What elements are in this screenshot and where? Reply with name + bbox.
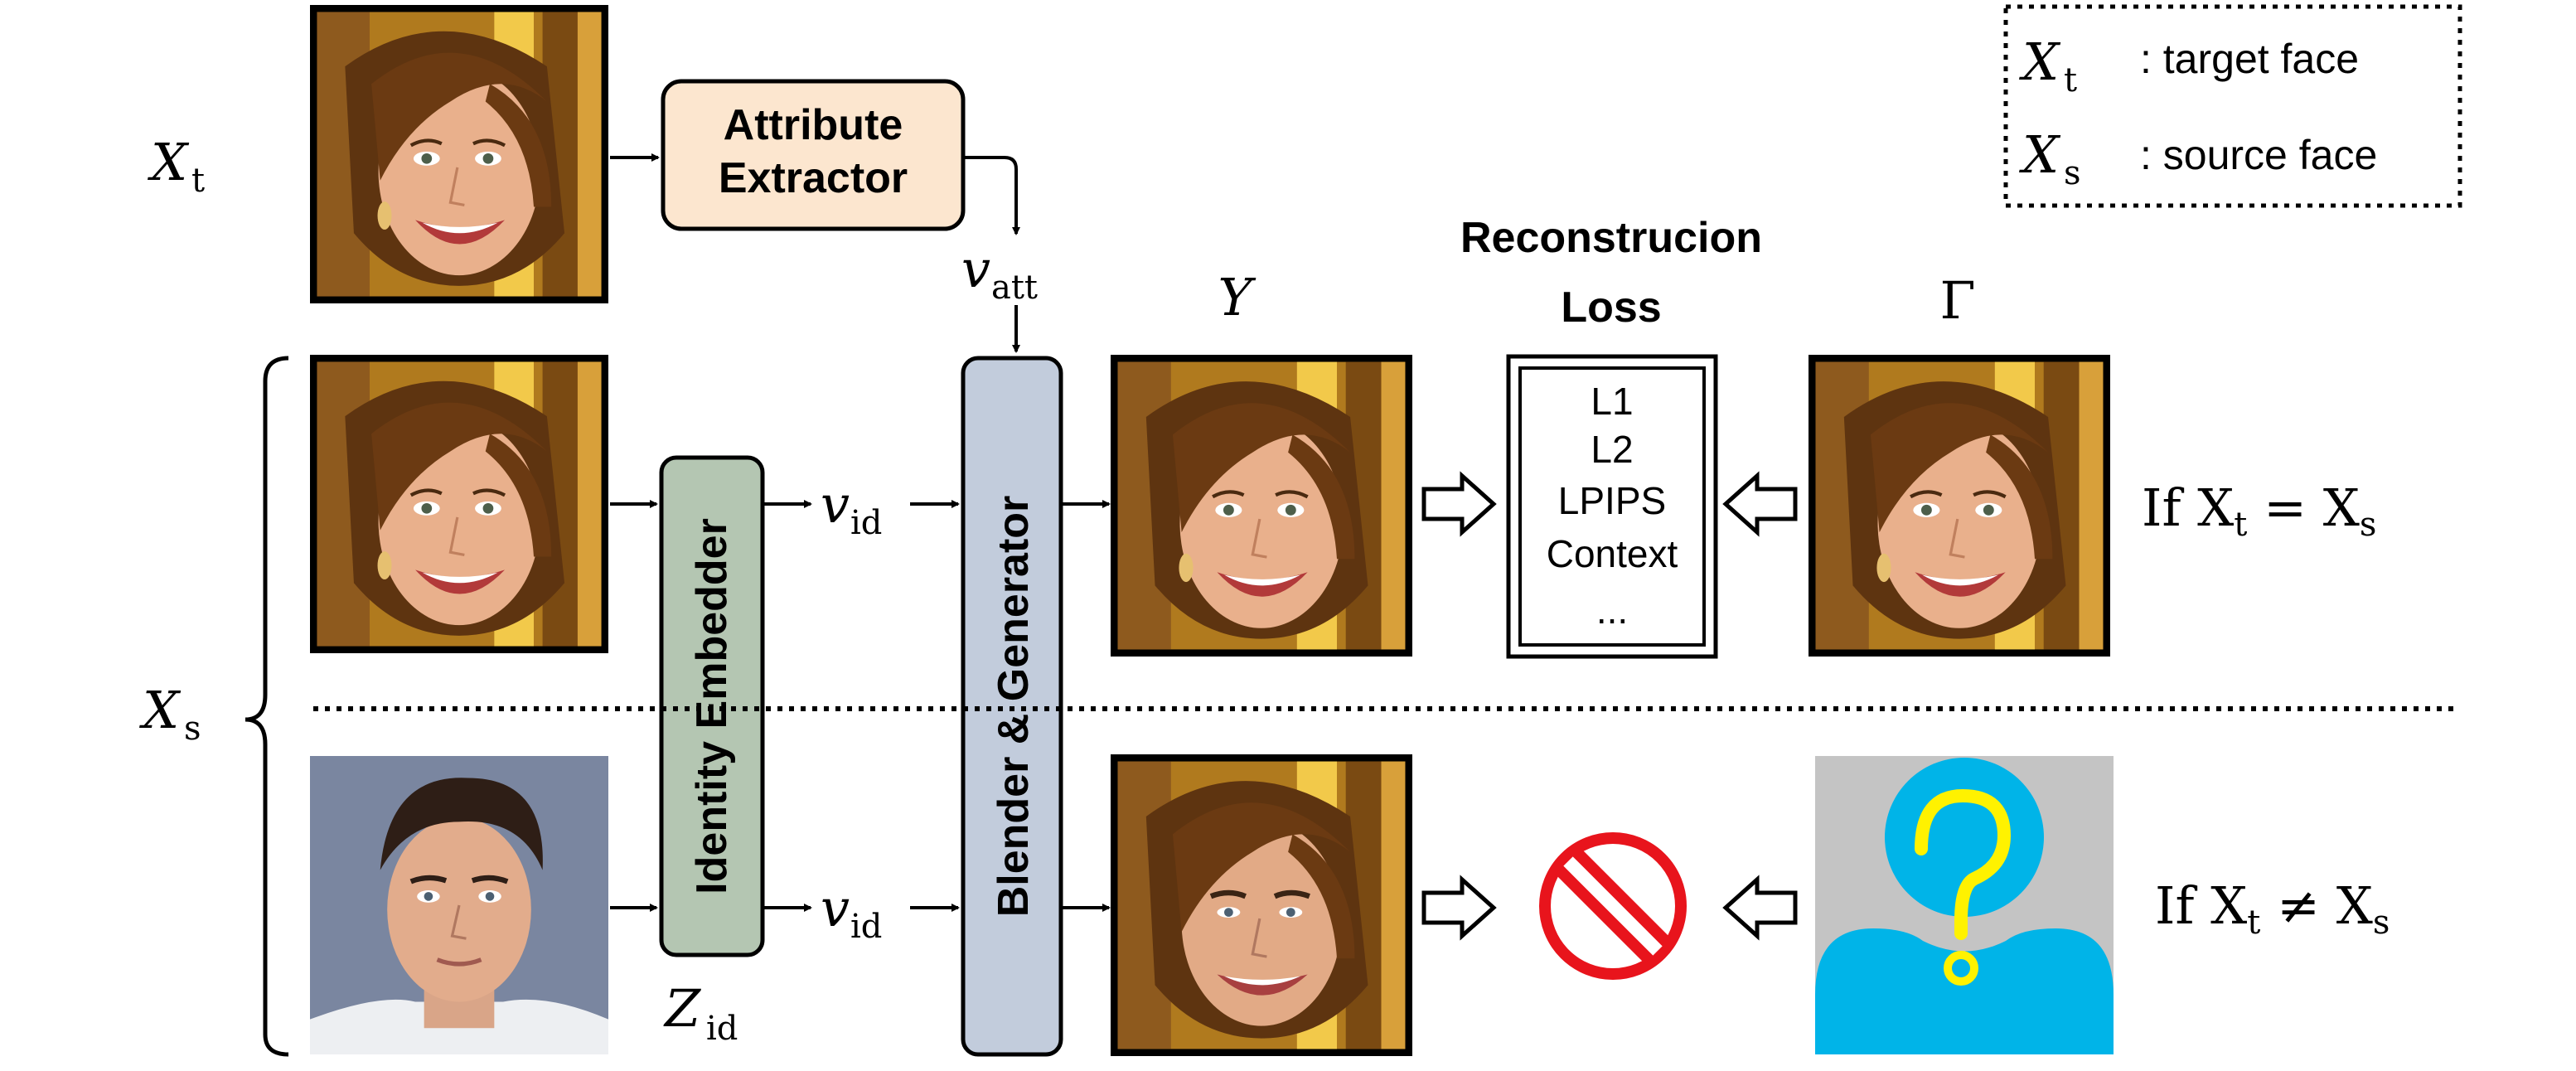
output-swapped-image [1111,754,1412,1056]
legend-target-symbol: X [2019,32,2061,92]
legend-target-sub: t [2064,61,2077,99]
svg-text:If Xt = Xs: If Xt = Xs [2142,477,2376,544]
ground-truth-image [1809,355,2110,657]
cond-same-rhs-sub: s [2360,506,2377,544]
source-face-other-image [310,756,608,1054]
vatt-label: v att [961,239,1038,307]
svg-text:If Xt ≠ Xs: If Xt ≠ Xs [2155,875,2390,942]
vid-subscript-bottom: id [850,908,882,946]
attribute-extractor-label-1: Attribute [724,101,903,149]
cond-diff-op: ≠ [2260,875,2336,936]
vatt-subscript: att [991,269,1038,307]
cond-diff-rhs: X [2336,875,2373,936]
condition-different: If Xt ≠ Xs [2155,875,2390,942]
source-brace [245,356,289,1057]
unknown-person-icon [1815,756,2114,1054]
xt-subscript: t [191,162,205,200]
cond-same-lhs: X [2197,477,2234,538]
xt-symbol: X [148,132,190,192]
cond-same-lhs-sub: t [2234,506,2247,544]
cond-diff-lhs-sub: t [2247,904,2260,942]
output-same-image [1111,355,1412,657]
zid-label: Z id [663,978,738,1048]
xs-label: X s [139,680,201,748]
cond-diff-rhs-sub: s [2373,904,2390,942]
cond-same-rhs: X [2323,477,2360,538]
vid-subscript-top: id [850,504,882,542]
vid-label-bottom: v id [821,878,882,946]
cond-same-op: = [2247,477,2322,538]
y-label: Y [1218,267,1257,327]
loss-item-context: Context [1547,532,1678,575]
legend-source-sub: s [2064,154,2081,192]
legend-source-symbol: X [2019,124,2061,185]
loss-item-l2: L2 [1591,428,1633,471]
vatt-symbol: v [961,239,990,299]
loss-item-lpips: LPIPS [1558,479,1666,522]
cond-same-prefix: If [2142,477,2197,538]
vid-symbol-bottom: v [821,878,850,938]
loss-box: L1 L2 LPIPS Context ... [1506,354,1718,659]
cond-diff-lhs: X [2210,875,2247,936]
source-face-same-image [310,355,608,653]
loss-item-ellipsis: ... [1596,589,1628,632]
attribute-extractor-label-2: Extractor [719,154,908,202]
zid-subscript: id [706,1010,738,1048]
xs-subscript: s [184,710,201,748]
arrow-extractor-to-vatt [963,156,1020,235]
loss-item-l1: L1 [1591,380,1633,423]
target-face-image [310,5,608,303]
vid-symbol-top: v [821,474,850,535]
cond-diff-prefix: If [2155,875,2210,936]
no-loss-icon [1539,832,1687,980]
hollow-arrow-output-to-loss [1421,471,1497,537]
xt-label: X t [148,132,205,200]
legend-source-label: : source face [2140,132,2377,178]
vid-label-top: v id [821,474,882,542]
gamma-label: Γ [1939,270,1975,331]
hollow-arrow-gt-to-loss [1722,471,1798,537]
loss-title-line2: Loss [1561,284,1661,332]
condition-same: If Xt = Xs [2142,477,2376,544]
loss-title-line1: Reconstrucion [1460,214,1762,262]
legend-target-label: : target face [2140,36,2359,82]
attribute-extractor-module: Attribute Extractor [661,79,966,231]
xs-symbol: X [139,680,182,740]
hollow-arrow-output-to-noloss [1421,875,1497,941]
zid-symbol: Z [663,978,701,1039]
hollow-arrow-unknown-to-noloss [1722,875,1798,941]
legend-box: X t : target face X s : source face [2003,4,2462,208]
